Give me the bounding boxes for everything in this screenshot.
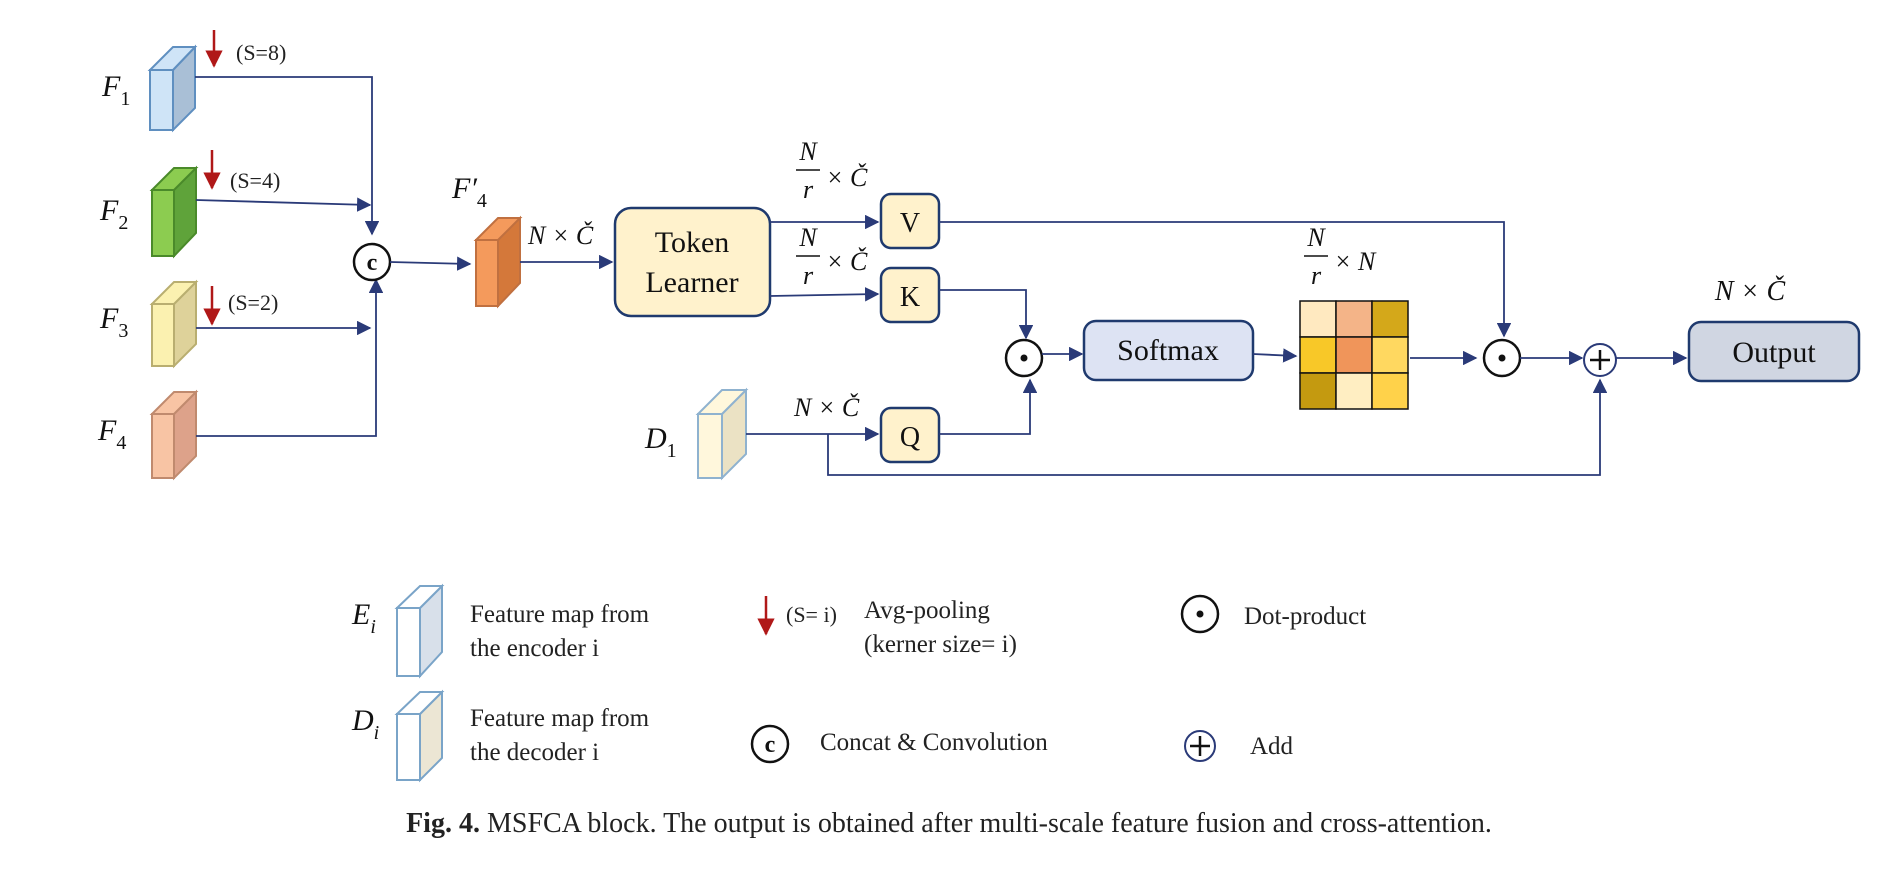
legend-encoder-cuboid xyxy=(394,583,445,679)
legend-pool-line2: (kerner size= i) xyxy=(864,631,1017,658)
softmax-block: Softmax xyxy=(1082,319,1255,382)
legend-pool-line1: Avg-pooling xyxy=(864,597,990,624)
legend-add-icon xyxy=(1184,730,1216,762)
attention-cell xyxy=(1299,300,1337,338)
svg-text:Q: Q xyxy=(900,422,920,453)
caption-label: Fig. 4. xyxy=(406,808,480,839)
figure-caption: Fig. 4. MSFCA block. The output is obtai… xyxy=(0,808,1898,840)
v-to-dot xyxy=(939,221,1512,338)
svg-text:V: V xyxy=(900,208,920,239)
dim-attention-map: N r × N xyxy=(1304,223,1377,290)
f1-label: F1 xyxy=(101,70,130,110)
dim-k: N r × Č xyxy=(796,223,868,290)
dot-operator-av xyxy=(1482,338,1522,378)
svg-text:K: K xyxy=(900,282,920,313)
caption-text: MSFCA block. The output is obtained afte… xyxy=(486,808,1492,839)
dot-operator-qk xyxy=(1004,338,1044,378)
input-connectors xyxy=(195,76,384,437)
v-block: V xyxy=(879,192,941,250)
legend-encoder-line1: Feature map from xyxy=(470,601,650,628)
legend-encoder-symbol: Ei xyxy=(351,598,376,638)
d1-skip-connection xyxy=(827,378,1608,476)
legend-dot-icon xyxy=(1180,594,1220,634)
attention-cell xyxy=(1335,372,1373,410)
fused-label: F′4 xyxy=(451,172,487,212)
svg-text:× Č: × Č xyxy=(826,163,868,192)
legend-decoder-line1: Feature map from xyxy=(470,705,650,732)
pool-label-f2: (S=4) xyxy=(230,168,280,193)
q-to-dot xyxy=(939,378,1038,435)
legend-decoder-line2: the decoder i xyxy=(470,739,599,766)
svg-text:c: c xyxy=(367,250,378,276)
attention-cell xyxy=(1371,336,1409,374)
svg-text:r: r xyxy=(803,175,814,204)
q-block: Q xyxy=(879,406,941,464)
f3-feature-map xyxy=(149,279,199,369)
dim-output: N × Č xyxy=(1714,276,1786,307)
attention-cell xyxy=(1335,336,1373,374)
attention-cell xyxy=(1371,300,1409,338)
f2-label: F2 xyxy=(99,194,128,234)
attention-map xyxy=(1299,300,1409,410)
concat-operator: c xyxy=(352,242,392,282)
legend-concat-label: Concat & Convolution xyxy=(820,729,1048,756)
f2-feature-map xyxy=(149,165,199,259)
svg-text:r: r xyxy=(1311,261,1322,290)
output-block: Output xyxy=(1687,320,1861,383)
dim-v: N r × Č xyxy=(796,137,868,204)
fused-feature-map xyxy=(473,215,523,309)
f4-label: F4 xyxy=(97,414,126,454)
legend-dot-label: Dot-product xyxy=(1244,603,1366,630)
f1-feature-map xyxy=(147,44,198,133)
concat-to-fused xyxy=(389,256,472,271)
legend-add-label: Add xyxy=(1250,733,1294,760)
legend-encoder-line2: the encoder i xyxy=(470,635,599,662)
attention-cell xyxy=(1299,336,1337,374)
svg-text:Learner: Learner xyxy=(645,266,738,299)
svg-text:N: N xyxy=(1306,223,1326,252)
attention-cell xyxy=(1371,372,1409,410)
svg-text:Softmax: Softmax xyxy=(1117,334,1219,367)
token-learner-block: Token Learner xyxy=(613,206,772,318)
softmax-to-attention-map xyxy=(1252,348,1298,363)
pool-label-f3: (S=2) xyxy=(228,290,278,315)
k-block: K xyxy=(879,266,941,324)
svg-text:× Č: × Č xyxy=(826,247,868,276)
f3-label: F3 xyxy=(99,302,128,342)
d1-label: D1 xyxy=(644,422,677,462)
legend-decoder-symbol: Di xyxy=(351,704,379,744)
legend-concat-icon: c xyxy=(750,724,790,764)
svg-text:× N: × N xyxy=(1334,247,1377,276)
dim-fused: N × Č xyxy=(527,221,594,250)
attention-cell xyxy=(1335,300,1373,338)
dim-d1: N × Č xyxy=(793,393,860,422)
k-to-dot xyxy=(939,289,1034,340)
svg-text:N: N xyxy=(798,223,818,252)
legend-pool-label: (S= i) xyxy=(786,602,837,627)
svg-text:Output: Output xyxy=(1732,336,1816,369)
attention-cell xyxy=(1299,372,1337,410)
pool-label-f1: (S=8) xyxy=(236,40,286,65)
svg-text:N: N xyxy=(798,137,818,166)
add-operator xyxy=(1583,343,1617,377)
svg-text:Token: Token xyxy=(655,226,730,259)
f4-feature-map xyxy=(149,389,199,481)
tl-to-k xyxy=(769,287,880,302)
svg-text:c: c xyxy=(765,732,776,758)
legend-decoder-cuboid xyxy=(394,689,445,783)
d1-feature-map xyxy=(695,387,749,481)
svg-text:r: r xyxy=(803,261,814,290)
